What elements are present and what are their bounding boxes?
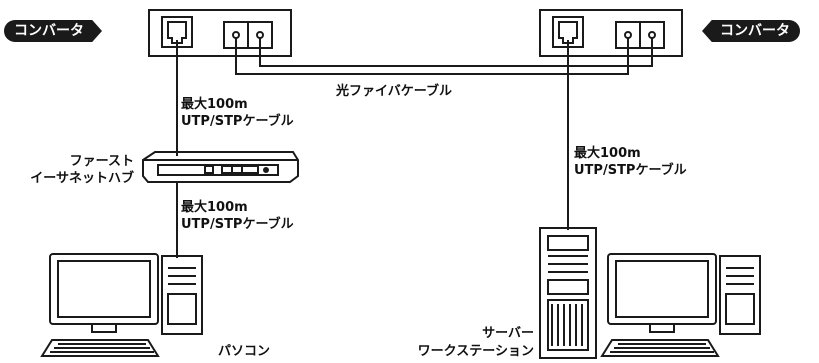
max-length-label-2: 最大100m [181, 200, 248, 215]
left-converter-icon [148, 9, 292, 57]
hub-icon [142, 151, 299, 183]
pc-keyboard-icon [40, 339, 160, 357]
max-length-label-3: 最大100m [574, 146, 641, 161]
pc-label: パソコン [218, 344, 271, 359]
fiber-cable-line [235, 38, 653, 75]
fiber-cable-label: 光ファイバケーブル [336, 84, 452, 99]
pc-tower-icon [161, 255, 203, 335]
max-length-label-1: 最大100m [181, 97, 248, 112]
workstation-monitor-icon [607, 253, 717, 333]
server-label-line1: サーバー [482, 326, 534, 341]
workstation-tower-icon [719, 255, 761, 335]
utp-stp-label-3: UTP/STPケーブル [574, 163, 687, 178]
utp-stp-label-1: UTP/STPケーブル [181, 114, 294, 129]
converter-left-badge: コンバータ [4, 20, 102, 42]
server-label-line2: ワークステーション [417, 344, 534, 359]
hub-label-line2: イーサネットハブ [30, 171, 134, 186]
hub-label-line1: ファースト [69, 154, 134, 169]
workstation-keyboard-icon [600, 339, 720, 357]
right-converter-icon [539, 9, 683, 57]
converter-right-badge: コンバータ [702, 20, 800, 42]
utp-stp-label-2: UTP/STPケーブル [181, 217, 294, 232]
server-tower-icon [539, 227, 597, 359]
pc-monitor-icon [49, 253, 159, 333]
